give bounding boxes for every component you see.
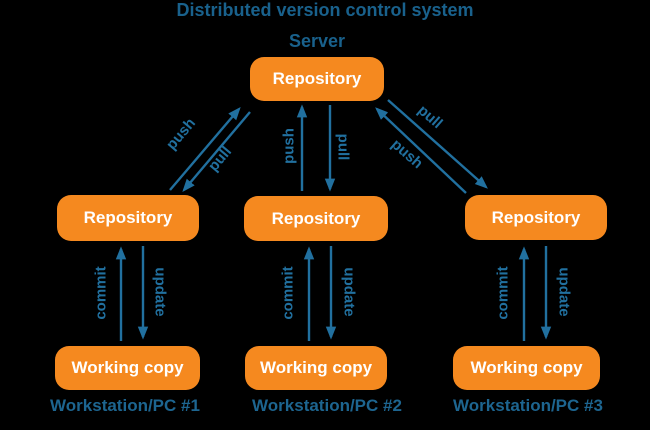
server-caption: Server xyxy=(288,31,346,51)
commit-label-1: commit xyxy=(92,266,110,320)
arrow-pull-right xyxy=(387,99,488,189)
update-label-2: update xyxy=(340,267,358,317)
update-label-1: update xyxy=(151,267,169,317)
server-repository-node: Repository xyxy=(250,57,384,101)
arrow-pull-left xyxy=(182,111,251,192)
workstation-caption-1: Workstation/PC #1 xyxy=(50,396,200,415)
workstation-caption-3: Workstation/PC #3 xyxy=(453,396,603,415)
repository-node-2: Repository xyxy=(244,196,388,241)
repository-node-3: Repository xyxy=(465,195,607,240)
arrow-push-right xyxy=(375,107,467,194)
repository-node-1: Repository xyxy=(57,195,199,241)
push-label-middle: push xyxy=(280,128,298,164)
pull-label-middle: pull xyxy=(334,133,352,161)
commit-label-2: commit xyxy=(279,266,297,320)
working-copy-node-1: Working copy xyxy=(55,346,200,390)
commit-label-3: commit xyxy=(494,266,512,320)
workstation-caption-2: Workstation/PC #2 xyxy=(252,396,402,415)
working-copy-node-2: Working copy xyxy=(245,346,387,390)
diagram-title: Distributed version control system xyxy=(176,0,474,20)
arrow-push-left xyxy=(169,107,241,191)
working-copy-node-3: Working copy xyxy=(453,346,600,390)
update-label-3: update xyxy=(555,267,573,317)
